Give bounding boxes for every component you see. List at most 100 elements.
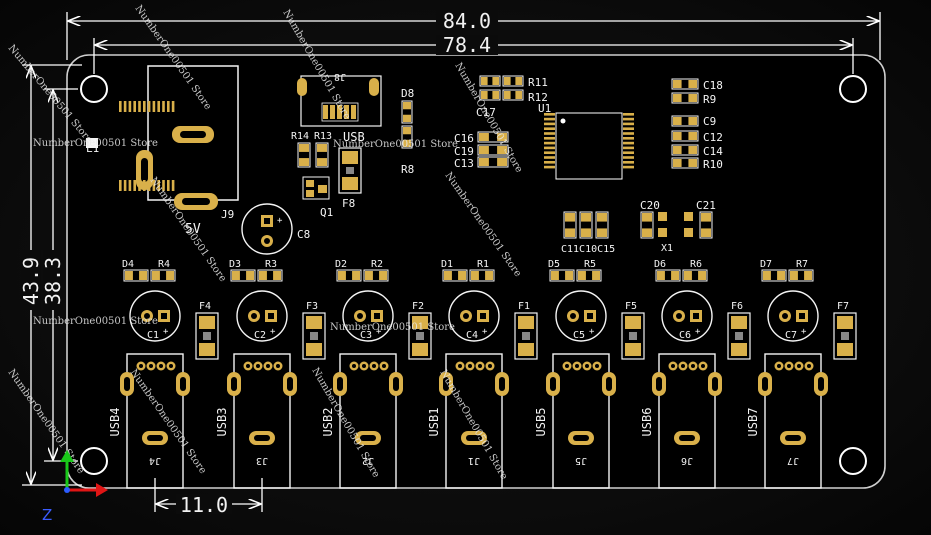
- c8-label: C8: [297, 228, 310, 241]
- r13-label: R13: [314, 131, 332, 142]
- led-label: D7: [760, 259, 772, 270]
- capacitor-c15: [595, 211, 609, 239]
- resistor-label: R4: [158, 259, 170, 270]
- smd-components: [297, 75, 713, 239]
- svg-text:+: +: [270, 327, 276, 337]
- usb-header-j8: J8 USB: [297, 71, 382, 144]
- capacitor-label: C7: [785, 330, 797, 341]
- resistor-r1: [469, 269, 495, 282]
- usb-label: USB3: [215, 408, 229, 437]
- usb-label: USB6: [640, 408, 654, 437]
- dim-board-height: 43.9: [19, 257, 43, 305]
- capacitor-c16: [477, 131, 509, 143]
- axis-gizmo: Z: [42, 450, 108, 524]
- watermark-text: NumberOne00501 Store: [33, 316, 158, 327]
- r9-label: R9: [703, 93, 716, 106]
- dimension-lines: [22, 12, 881, 512]
- c12-label: C12: [703, 131, 723, 144]
- r12-label: R12: [528, 91, 548, 104]
- resistor-label: R6: [690, 259, 702, 270]
- jack-label: J4: [149, 455, 161, 466]
- capacitor-c11: [563, 211, 577, 239]
- resistor-r11: [479, 75, 501, 87]
- svg-text:+: +: [277, 216, 283, 226]
- usb-label: USB5: [534, 408, 548, 437]
- capacitor-c8: +: [241, 203, 293, 255]
- capacitor-label: C2: [254, 330, 266, 341]
- jack-label: J3: [256, 455, 268, 466]
- resistor-label: R3: [265, 259, 277, 270]
- power-label: 5V: [185, 222, 201, 237]
- led-d2: [336, 269, 362, 282]
- led-label: D2: [335, 259, 347, 270]
- svg-text:+: +: [589, 327, 595, 337]
- r14-label: R14: [291, 131, 309, 142]
- capacitor-c9: [671, 115, 699, 127]
- c13-label: C13: [454, 157, 474, 170]
- led-label: D6: [654, 259, 666, 270]
- c11c10c15-label: C11C10C15: [561, 244, 615, 255]
- capacitor-label: C1: [147, 330, 159, 341]
- resistor-label: R5: [584, 259, 596, 270]
- led-label: D1: [441, 259, 453, 270]
- z-axis-label: Z: [42, 506, 52, 524]
- capacitor-c13: [477, 156, 509, 168]
- resistor-r12b: [502, 89, 524, 101]
- x1-label: X1: [661, 243, 673, 254]
- d8-label: D8: [401, 87, 414, 100]
- j9-label: J9: [221, 208, 234, 221]
- watermark-text: NumberOne00501 Store: [330, 322, 455, 333]
- svg-text:+: +: [801, 327, 807, 337]
- jack-label: J2: [362, 455, 374, 466]
- watermark-text: NumberOne00501 Store: [33, 138, 158, 149]
- jack-label: J7: [787, 455, 799, 466]
- capacitor-c12: [671, 130, 699, 142]
- chip-area-labels: R11 R12 C17 C18 R9 C9 C12 C14 R10 C16 C1…: [291, 76, 723, 255]
- resistor-r7: [788, 269, 814, 282]
- led-label: D4: [122, 259, 134, 270]
- capacitor-c19: [477, 144, 509, 156]
- fuse-f8: [338, 147, 362, 194]
- led-d7: [761, 269, 787, 282]
- fuse-label: F6: [731, 301, 743, 312]
- f8-label: F8: [342, 197, 355, 210]
- jack-label: J1: [468, 455, 480, 466]
- jack-label: J6: [681, 455, 693, 466]
- r11-label: R11: [528, 76, 548, 89]
- c19-label: C19: [454, 145, 474, 158]
- svg-text:+: +: [695, 327, 701, 337]
- usb-label: USB7: [746, 408, 760, 437]
- fuse-label: F3: [306, 301, 318, 312]
- c21-label: C21: [696, 199, 716, 212]
- c16-label: C16: [454, 132, 474, 145]
- q1-label: Q1: [320, 206, 333, 219]
- fuse-label: F5: [625, 301, 637, 312]
- r8-label: R8: [401, 163, 414, 176]
- crystal-x1: [658, 212, 693, 237]
- dim-hole-pitch-x: 78.4: [443, 33, 491, 57]
- fuse-label: F7: [837, 301, 849, 312]
- resistor-r3: [257, 269, 283, 282]
- svg-text:+: +: [482, 327, 488, 337]
- dim-board-width: 84.0: [443, 9, 491, 33]
- resistor-r4: [150, 269, 176, 282]
- j8-label: J8: [334, 71, 346, 82]
- led-d1: [442, 269, 468, 282]
- capacitor-c18: [671, 78, 699, 90]
- c9-label: C9: [703, 115, 716, 128]
- resistor-label: R1: [477, 259, 489, 270]
- led-d5: [549, 269, 575, 282]
- resistor-r12: [479, 89, 501, 101]
- jack-label: J5: [575, 455, 587, 466]
- capacitor-c20: [640, 211, 654, 239]
- svg-text:+: +: [376, 327, 382, 337]
- led-d4: [123, 269, 149, 282]
- capacitor-c14: [671, 144, 699, 156]
- transistor-q1: [302, 176, 330, 200]
- resistor-r6: [682, 269, 708, 282]
